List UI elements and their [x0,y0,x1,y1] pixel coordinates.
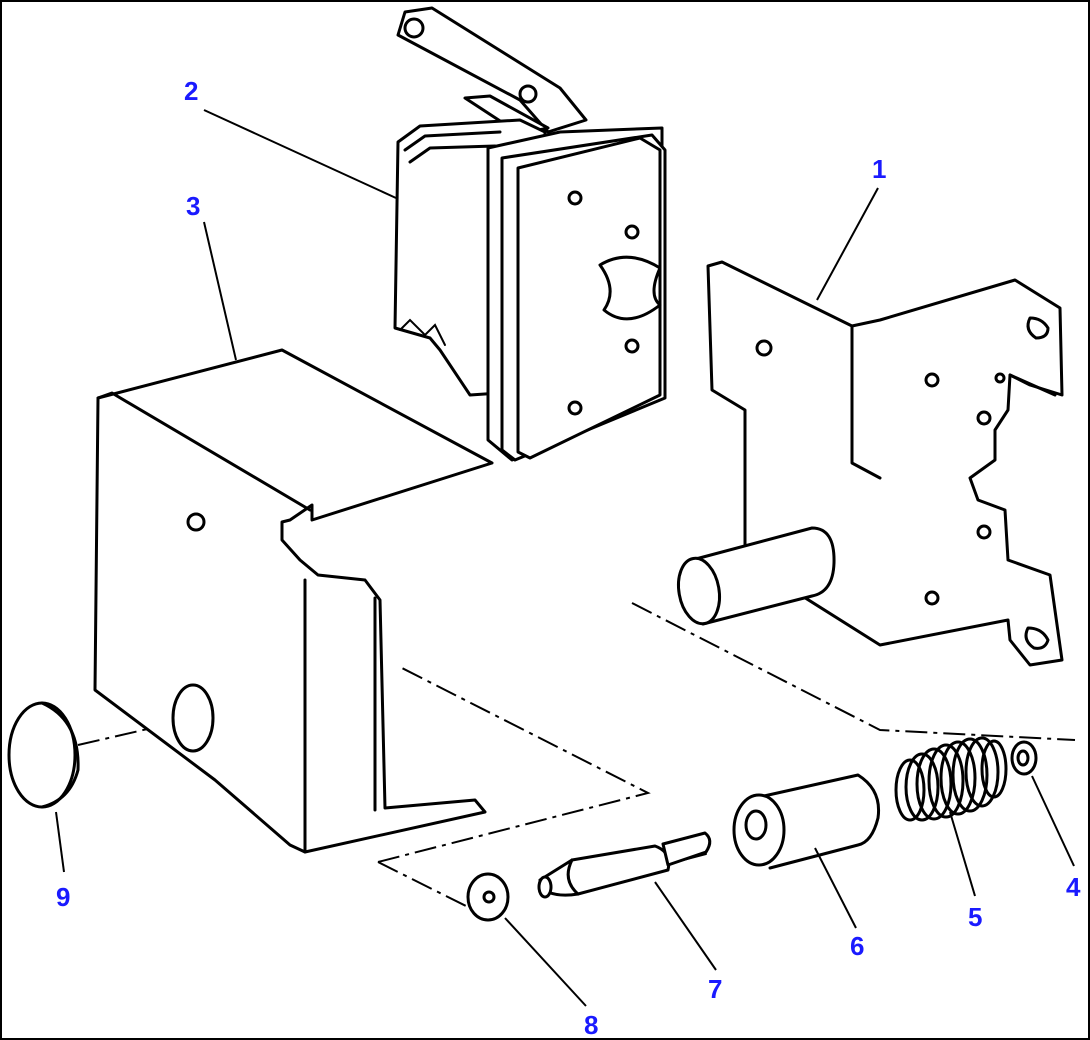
leader-4 [1031,775,1075,867]
callout-8: 8 [584,1010,598,1040]
part-7-pin [537,831,712,899]
leader-5 [949,811,976,897]
part-2-solenoid-switch [393,6,667,462]
callouts: 1 2 3 4 5 6 7 8 9 [56,76,1081,1040]
part-9-plug [7,701,80,809]
callout-4: 4 [1066,872,1081,902]
callout-3: 3 [186,191,200,221]
callout-9: 9 [56,882,70,912]
leader-lines [55,109,1075,1007]
leader-1 [816,187,879,301]
leader-6 [814,847,857,929]
leader-2 [203,109,397,199]
part-8-washer [466,872,510,922]
part-6-sleeve [732,773,881,870]
callout-6: 6 [850,931,864,961]
part-1-bracket [676,260,1064,667]
leader-8 [504,917,587,1007]
leader-9 [55,811,65,873]
leader-7 [654,881,717,971]
callout-1: 1 [872,154,886,184]
part-4-washer [1010,740,1038,776]
leader-3 [203,221,237,361]
part-5-spring [894,736,1008,822]
callout-2: 2 [184,76,198,106]
callout-7: 7 [708,974,722,1004]
part-3-cover [93,348,494,854]
callout-5: 5 [968,902,982,932]
